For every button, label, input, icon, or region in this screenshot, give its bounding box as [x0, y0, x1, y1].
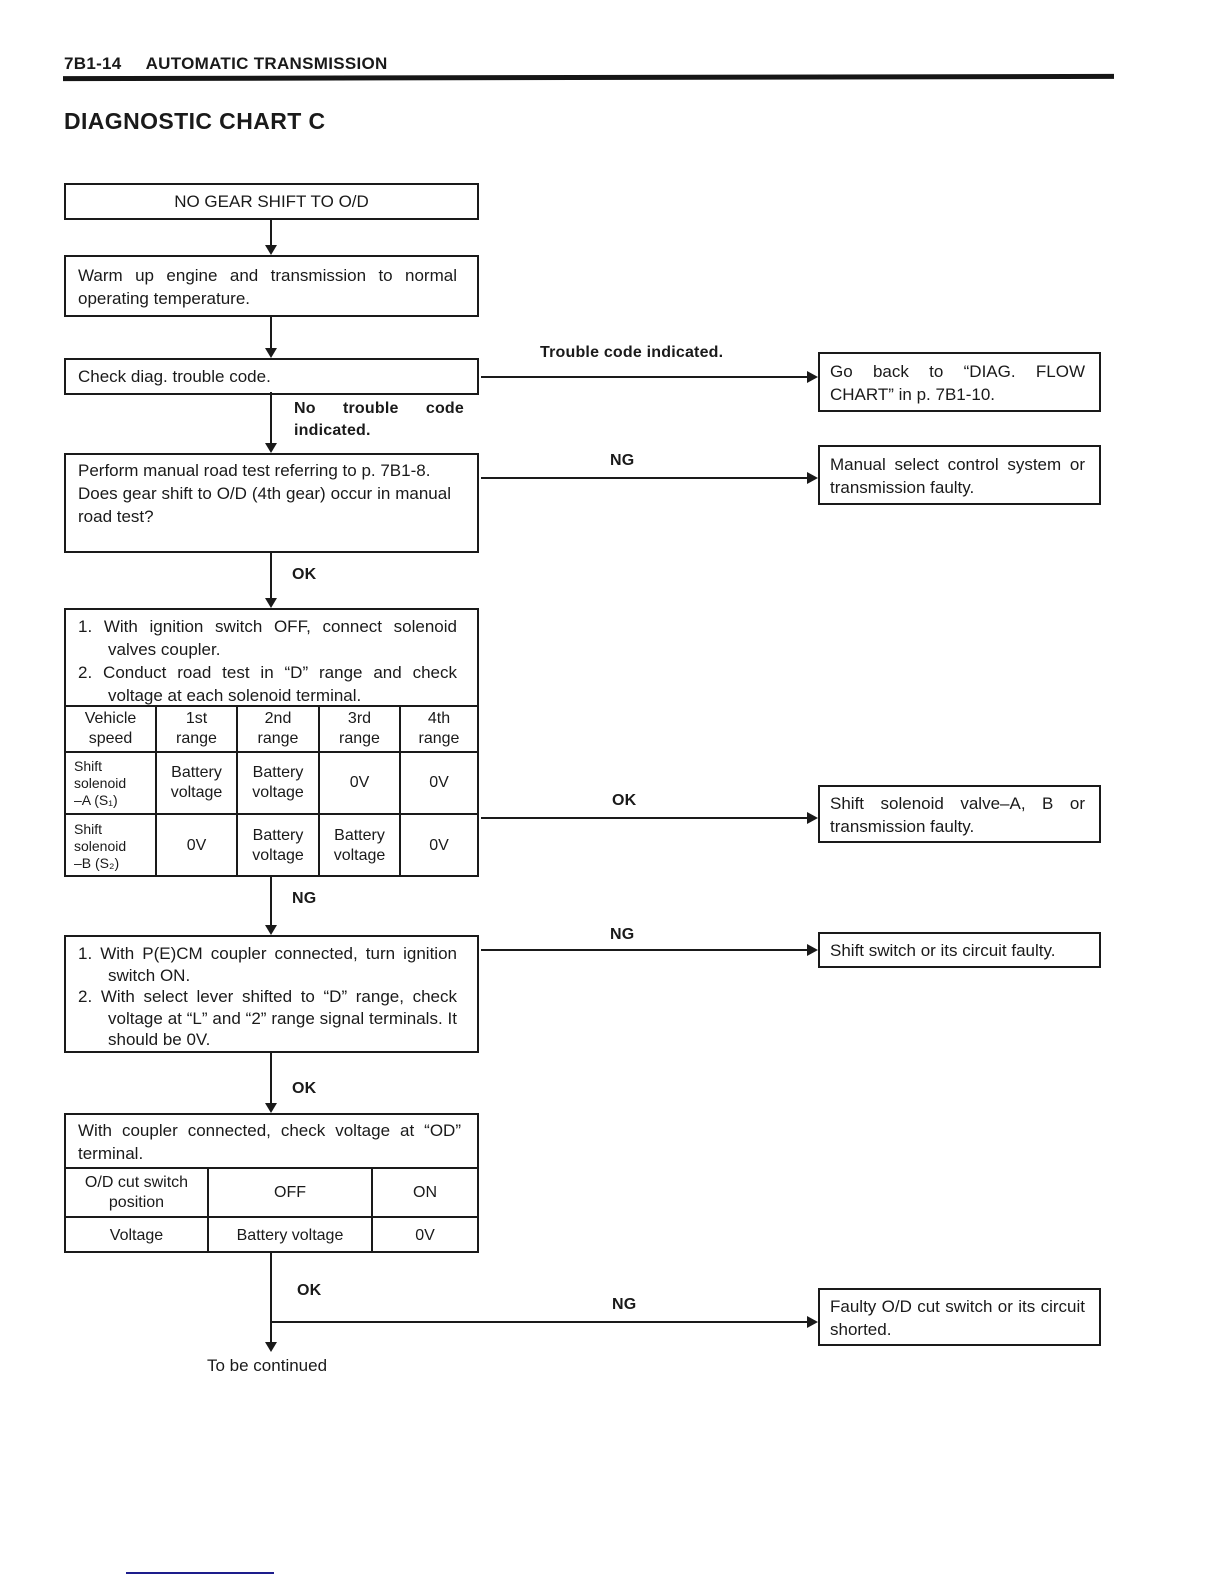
arrowhead-right-icon	[807, 371, 818, 383]
table-cell: Battery voltage	[157, 753, 238, 815]
label-ok-2: OK	[612, 792, 637, 809]
table-header-cell: Vehicle speed	[66, 707, 157, 753]
road-test-line-2: Does gear shift to O/D (4th gear) occur …	[78, 484, 451, 526]
warm-up-box: Warm up engine and transmission to norma…	[64, 255, 479, 317]
section-code: 7B1-14	[64, 54, 122, 73]
pecm-voltage-check-box: 1. With P(E)CM coupler connected, turn i…	[64, 935, 479, 1053]
solenoid-step-2: 2. Conduct road test in “D” range and ch…	[78, 663, 457, 705]
chart-title: DIAGNOSTIC CHART C	[64, 108, 326, 134]
to-be-continued-note: To be continued	[207, 1356, 328, 1375]
table-row-label: Shift solenoid –A (S₁)	[66, 753, 157, 815]
table-cell: 0V	[429, 837, 449, 854]
table-cell: 0V	[320, 753, 401, 815]
road-test-line-1: Perform manual road test referring to p.…	[78, 461, 431, 480]
table-cell: 0V	[401, 753, 477, 815]
arrowhead-down-icon	[265, 1103, 277, 1113]
label-ng-4: NG	[612, 1296, 637, 1313]
result-manual-select-box: Manual select control system or transmis…	[818, 445, 1101, 505]
table-cell: 0V	[415, 1226, 435, 1244]
arrowhead-right-icon	[807, 812, 818, 824]
od-check-text: With coupler connected, check voltage at…	[78, 1121, 461, 1163]
table-cell: Battery voltage	[209, 1218, 373, 1253]
table-cell: 0V	[157, 815, 238, 877]
table-row-header: Voltage	[66, 1218, 209, 1253]
table-cell: Battery voltage	[320, 815, 401, 877]
footer-accent-line	[126, 1572, 274, 1574]
table-cell: OFF	[209, 1169, 373, 1218]
arrowhead-down-icon	[265, 1342, 277, 1352]
result-od-cut-switch-box: Faulty O/D cut switch or its circuit sho…	[818, 1288, 1101, 1346]
connector-right-5	[271, 1321, 807, 1323]
table-cell: Battery voltage	[238, 753, 320, 815]
connector-right-3	[481, 817, 807, 819]
label-ng-1: NG	[610, 452, 635, 469]
arrowhead-right-icon	[807, 944, 818, 956]
arrowhead-down-icon	[265, 598, 277, 608]
label-ok-1: OK	[292, 566, 317, 583]
connector-down-4	[270, 553, 272, 599]
table-header-cell: 3rd range	[320, 707, 401, 753]
label-ng-2: NG	[292, 890, 317, 907]
table-header-cell: 4th range	[401, 707, 477, 753]
arrowhead-down-icon	[265, 348, 277, 358]
arrowhead-down-icon	[265, 443, 277, 453]
label-no-trouble-code: No trouble code indicated.	[294, 400, 464, 439]
connector-down-6	[270, 1053, 272, 1104]
check-trouble-code-box: Check diag. trouble code.	[64, 358, 479, 395]
connector-right-2	[481, 477, 807, 479]
solenoid-voltage-table: Vehicle speed 1st range 2nd range 3rd ra…	[66, 705, 477, 877]
result-solenoid-valve-box: Shift solenoid valve–A, B or transmissio…	[818, 785, 1101, 843]
start-box: NO GEAR SHIFT TO O/D	[64, 183, 479, 220]
header-rule	[62, 73, 1115, 82]
connector-right-4	[481, 949, 807, 951]
pecm-step-2: 2. With select lever shifted to “D” rang…	[78, 987, 457, 1049]
label-ng-3: NG	[610, 926, 635, 943]
connector-down-2	[270, 317, 272, 349]
table-header-cell: 2nd range	[238, 707, 320, 753]
table-row-header: O/D cut switch position	[66, 1169, 209, 1218]
connector-down-1	[270, 220, 272, 246]
arrowhead-down-icon	[265, 925, 277, 935]
label-ok-3: OK	[292, 1080, 317, 1097]
table-header-cell: 1st range	[157, 707, 238, 753]
connector-down-7	[270, 1253, 272, 1343]
connector-right-1	[481, 376, 807, 378]
table-row-label: Shift solenoid –B (S₂)	[66, 815, 157, 877]
label-trouble-code-indicated: Trouble code indicated.	[540, 344, 724, 361]
od-terminal-check-box: With coupler connected, check voltage at…	[64, 1113, 479, 1253]
arrowhead-right-icon	[807, 472, 818, 484]
pecm-step-1: 1. With P(E)CM coupler connected, turn i…	[78, 944, 457, 985]
manual-road-test-box: Perform manual road test referring to p.…	[64, 453, 479, 553]
warm-up-text: Warm up engine and transmission to norma…	[78, 266, 457, 308]
page-header: 7B1-14 AUTOMATIC TRANSMISSION	[64, 54, 388, 74]
od-cut-switch-table: O/D cut switch position OFF ON Voltage B…	[66, 1167, 477, 1253]
result-diag-flow-chart-box: Go back to “DIAG. FLOW CHART” in p. 7B1-…	[818, 352, 1101, 412]
connector-down-3	[270, 392, 272, 444]
label-ok-4: OK	[297, 1282, 322, 1299]
section-title: AUTOMATIC TRANSMISSION	[145, 54, 388, 73]
arrowhead-down-icon	[265, 245, 277, 255]
connector-down-5	[270, 877, 272, 926]
result-shift-switch-box: Shift switch or its circuit faulty.	[818, 932, 1101, 968]
table-cell: ON	[373, 1169, 477, 1218]
solenoid-voltage-check-box: 1. With ignition switch OFF, connect sol…	[64, 608, 479, 877]
arrowhead-right-icon	[807, 1316, 818, 1328]
solenoid-step-1: 1. With ignition switch OFF, connect sol…	[78, 617, 457, 659]
table-cell: Battery voltage	[238, 815, 320, 877]
solenoid-check-steps: 1. With ignition switch OFF, connect sol…	[66, 610, 477, 705]
